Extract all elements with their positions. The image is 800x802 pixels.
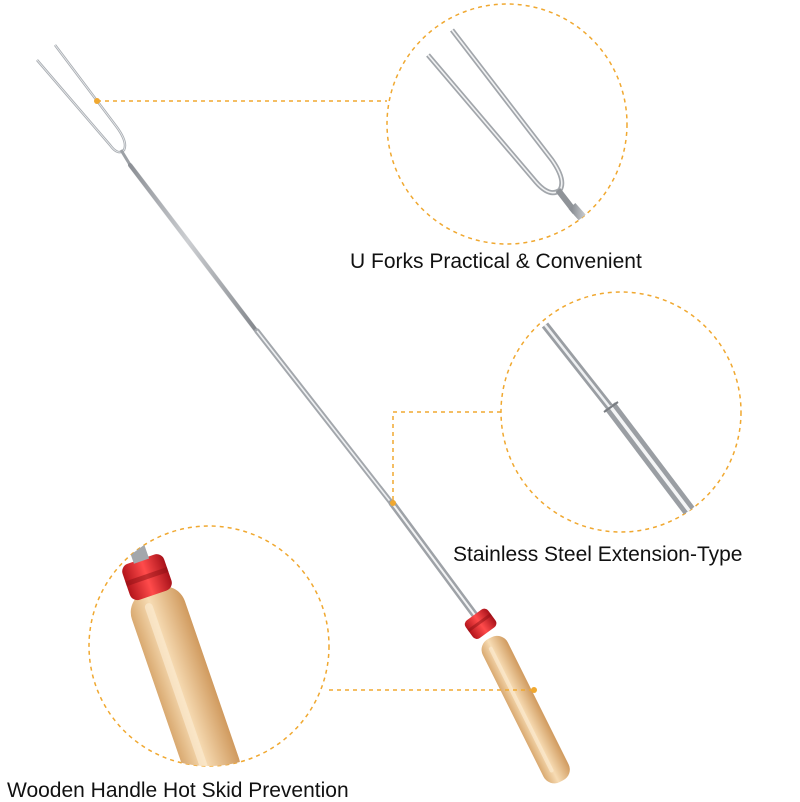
handle-caption: Wooden Handle Hot Skid Prevention bbox=[7, 779, 349, 802]
extension-caption: Stainless Steel Extension-Type bbox=[453, 543, 743, 566]
fork-tines bbox=[36, 44, 127, 154]
red-grip-cap bbox=[464, 608, 497, 639]
telescope-segment-1 bbox=[128, 163, 260, 335]
fork-caption: U Forks Practical & Convenient bbox=[350, 250, 642, 273]
extension-leader-line bbox=[392, 411, 501, 503]
fork-callout bbox=[94, 3, 628, 245]
extension-callout bbox=[390, 291, 742, 533]
fork-zoom-circle bbox=[386, 3, 628, 245]
wooden-handle bbox=[481, 635, 570, 784]
roasting-stick bbox=[36, 44, 570, 784]
handle-callout bbox=[88, 525, 537, 767]
